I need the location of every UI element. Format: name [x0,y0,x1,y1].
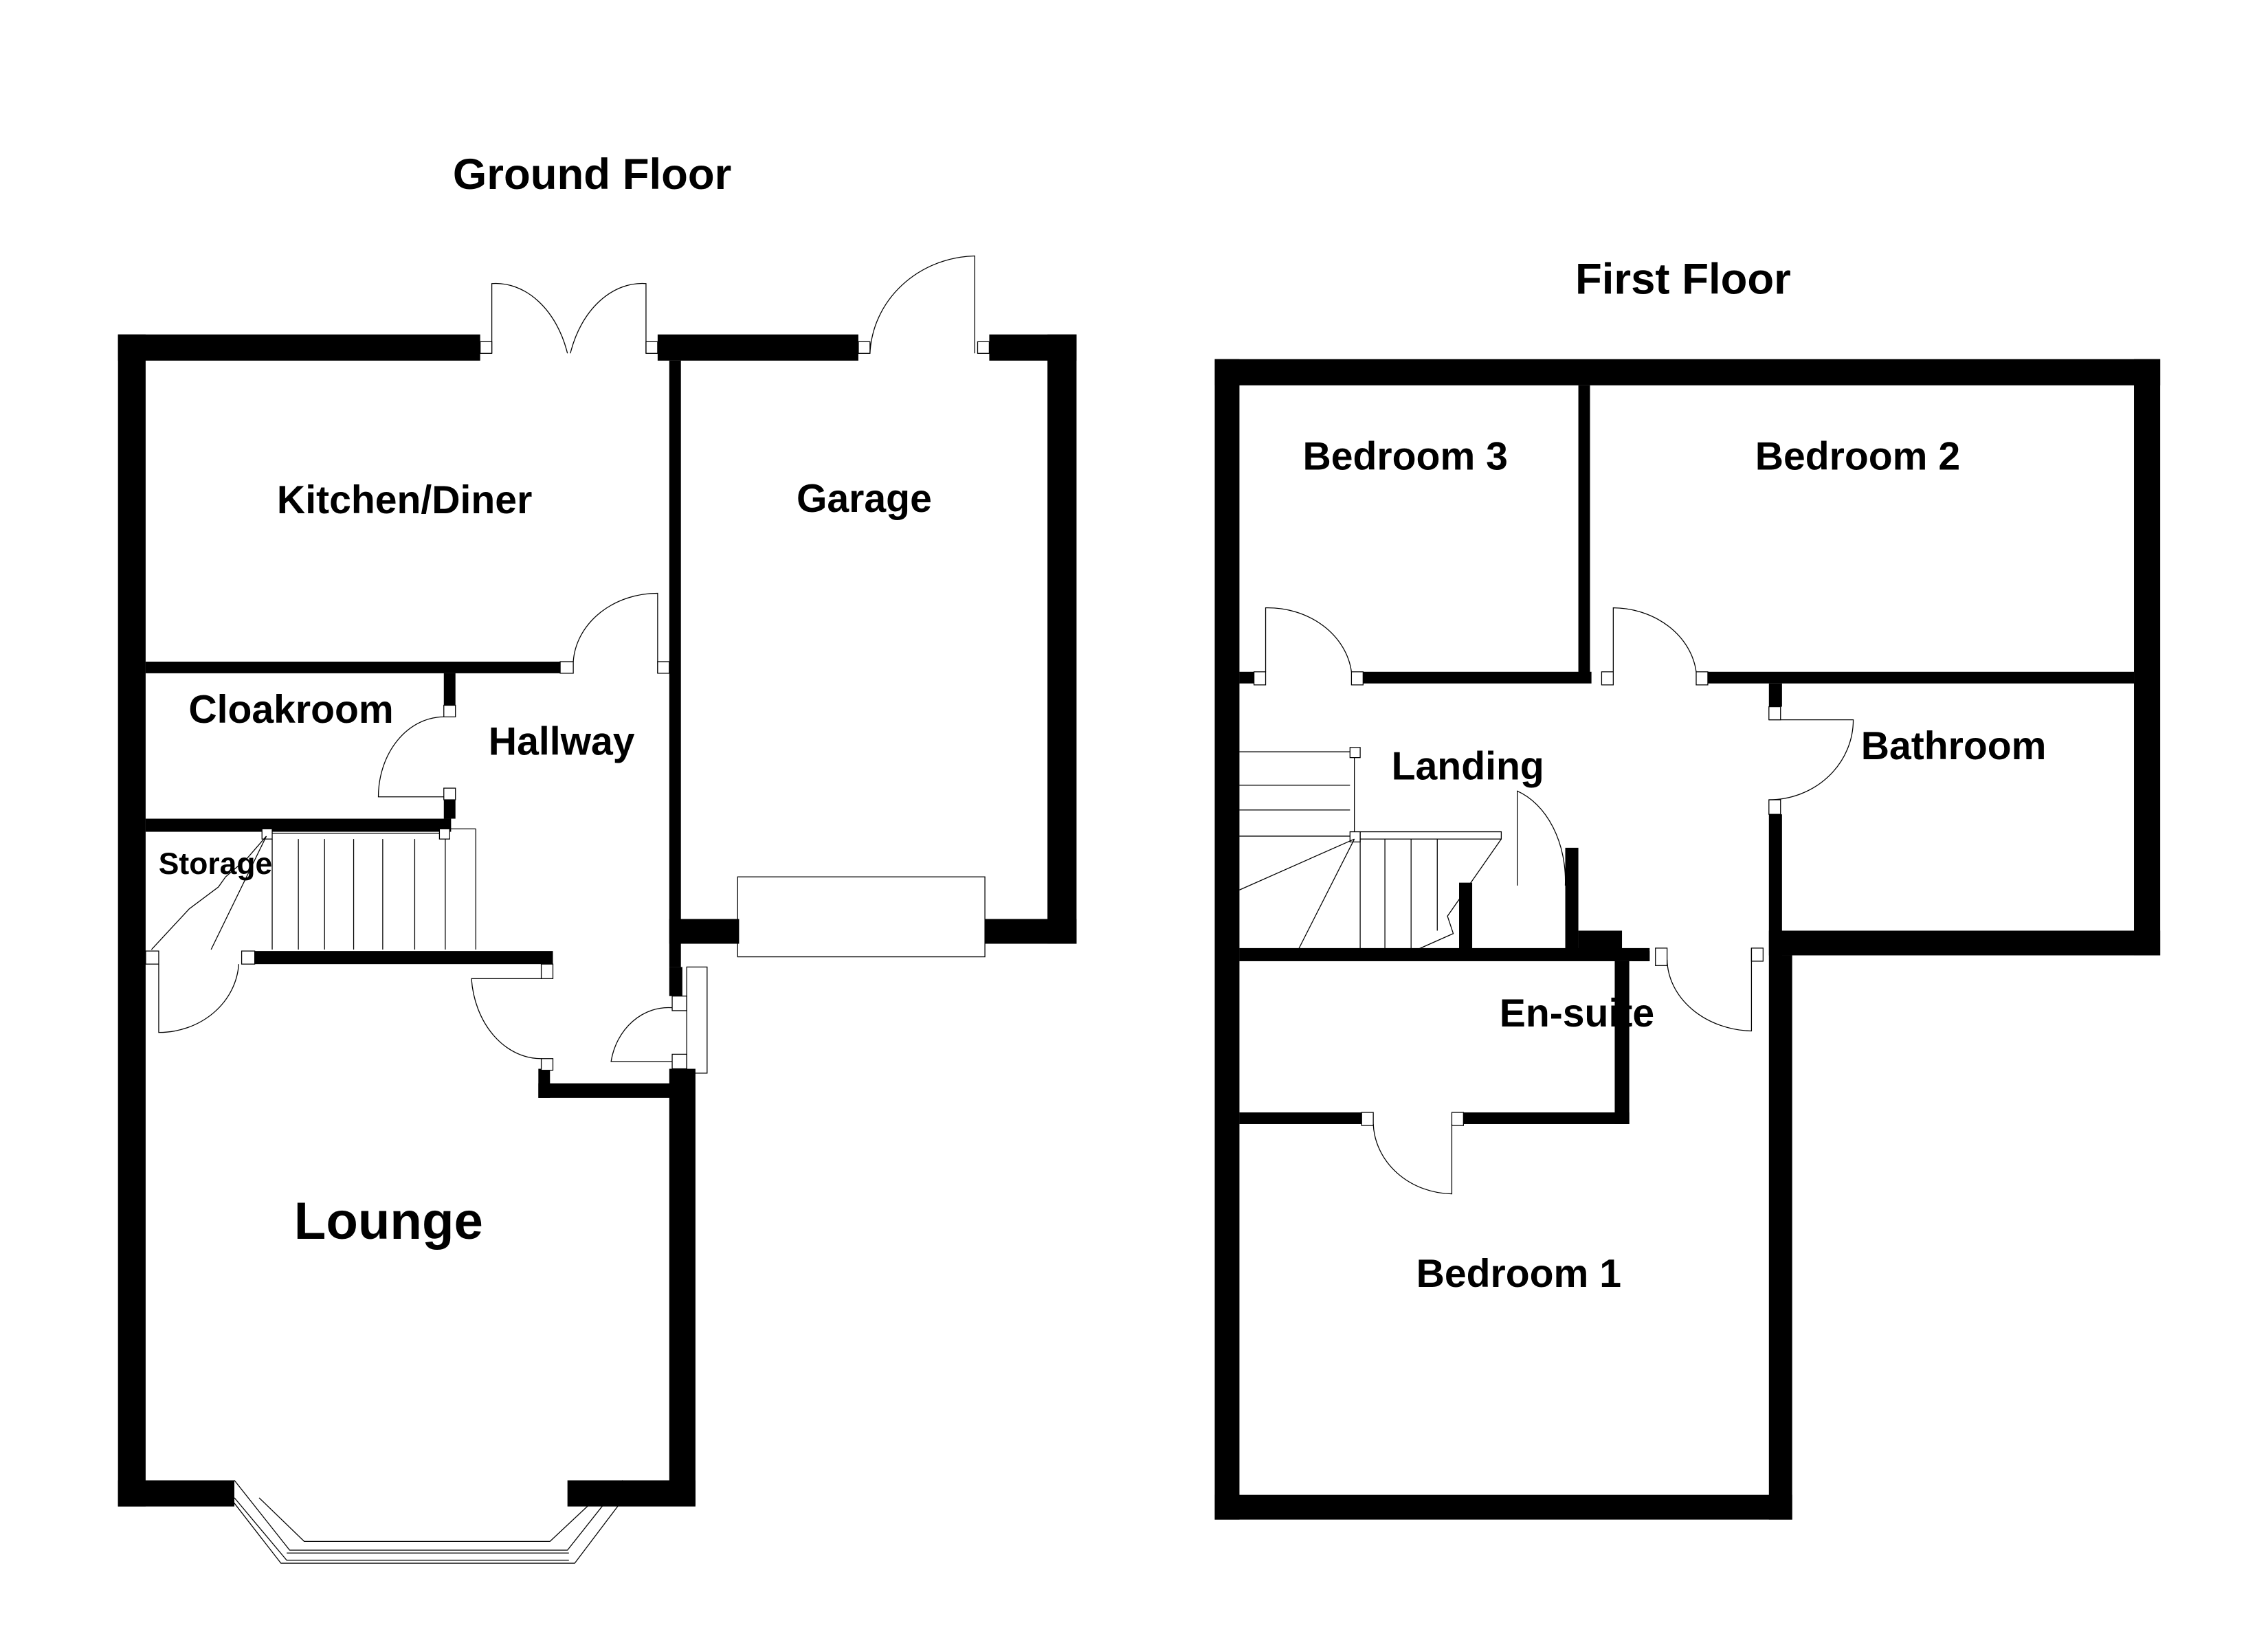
first-floor-stairs [1239,747,1502,952]
cupboard-door [1517,790,1566,886]
room-label-bedroom2: Bedroom 2 [1755,435,1960,479]
ground-floor-title: Ground Floor [453,150,732,199]
first-floor-title: First Floor [1575,256,1791,304]
garage-door [737,876,986,958]
room-label-cloakroom: Cloakroom [188,688,393,732]
ground-floor-plan: Ground Floor [118,150,1077,1564]
room-label-garage: Garage [797,477,932,521]
room-label-hallway: Hallway [489,719,635,763]
bedroom1-door [1655,947,1764,1032]
kitchen-hallway-door [559,592,670,674]
cloakroom-door [377,704,456,800]
room-label-storage: Storage [159,847,272,881]
room-label-lounge: Lounge [294,1192,483,1250]
room-label-kitchen: Kitchen/Diner [277,478,532,522]
ground-floor-walls [118,334,1077,1507]
first-floor-walls [1214,359,2161,1520]
front-door [610,966,708,1074]
kitchen-french-doors [480,282,658,354]
storage-door [145,950,256,1033]
room-label-bedroom3: Bedroom 3 [1303,435,1508,479]
lounge-door [471,963,554,1071]
ensuite-door [1361,1112,1464,1195]
lounge-bay-window [225,1480,630,1564]
first-floor-doors [1253,607,1854,1195]
room-label-ensuite: En-suite [1500,991,1654,1035]
room-label-landing: Landing [1392,744,1544,788]
garage-rear-door [858,255,990,354]
ground-floor-stairs [151,828,476,950]
bedroom2-door [1601,607,1709,686]
room-label-bedroom1: Bedroom 1 [1416,1252,1621,1296]
ground-floor-doors [145,255,990,1074]
room-label-bathroom: Bathroom [1861,724,2047,768]
bathroom-door [1768,706,1854,815]
bedroom3-door [1253,607,1364,686]
first-floor-plan: First Floor [1214,256,2161,1520]
